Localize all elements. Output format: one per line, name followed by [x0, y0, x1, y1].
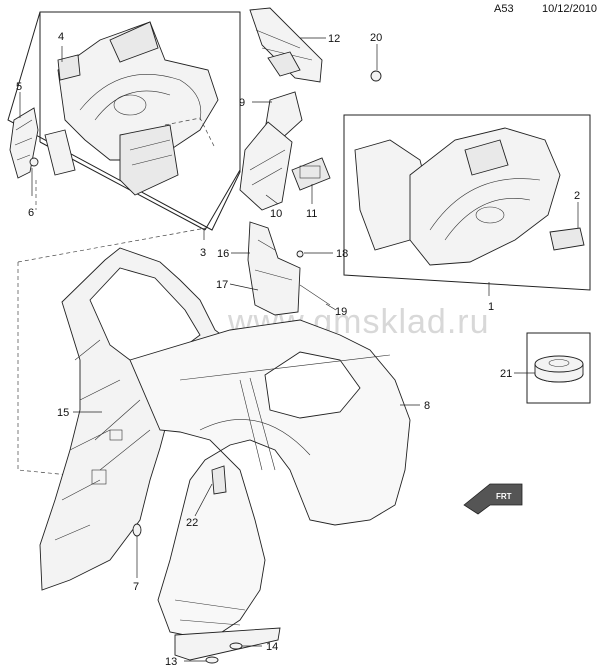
part-5 — [9, 107, 39, 179]
callout-17: 17 — [216, 279, 228, 291]
callout-2: 2 — [574, 190, 580, 202]
inset-box-1 — [343, 114, 591, 291]
part-21-grommet — [534, 355, 584, 383]
part-16 — [247, 221, 301, 316]
diagram-date: 10/12/2010 — [542, 3, 598, 15]
callout-19: 19 — [335, 306, 347, 318]
front-arrow-label: FRT — [496, 492, 512, 501]
outer-wheelhouse-assembly — [354, 127, 561, 266]
callout-1: 1 — [488, 301, 494, 313]
part-12 — [249, 7, 323, 83]
part-11 — [291, 157, 331, 191]
inset-box-21 — [526, 332, 591, 404]
callout-6: 6 — [28, 207, 34, 219]
part-14 — [229, 642, 243, 650]
inset-box-3 — [7, 11, 241, 231]
part-8-outer-panel — [129, 319, 411, 661]
callout-4: 4 — [58, 31, 64, 43]
callout-18: 18 — [336, 248, 348, 260]
callout-10: 10 — [270, 208, 282, 220]
callout-14: 14 — [266, 641, 278, 653]
callout-22: 22 — [186, 517, 198, 529]
diagram-code: A53 — [494, 3, 514, 15]
part-19 — [299, 284, 331, 306]
part-6-clip — [29, 157, 39, 167]
leader-lines — [19, 37, 579, 662]
callout-20: 20 — [370, 32, 382, 44]
part-7 — [132, 523, 142, 537]
callout-13: 13 — [165, 656, 177, 668]
part-10 — [239, 121, 293, 211]
part-2 — [549, 227, 585, 251]
callout-11: 11 — [306, 208, 317, 220]
callout-12: 12 — [328, 33, 340, 45]
part-18 — [296, 250, 304, 258]
front-arrow-icon: FRT — [463, 483, 523, 515]
part-13 — [205, 656, 219, 664]
callout-9: 9 — [239, 97, 245, 109]
callout-16: 16 — [217, 248, 229, 260]
callout-8: 8 — [424, 400, 430, 412]
callout-7: 7 — [133, 581, 139, 593]
callout-3: 3 — [200, 247, 206, 259]
callout-labels: 1 2 3 4 5 6 7 8 9 10 11 12 13 14 15 16 1… — [16, 31, 580, 668]
callout-15: 15 — [57, 407, 69, 419]
part-22 — [211, 465, 227, 495]
callout-21: 21 — [500, 368, 512, 380]
callout-5: 5 — [16, 81, 22, 93]
part-20-clip — [370, 70, 382, 82]
inner-wheelhouse-assembly — [44, 21, 219, 196]
